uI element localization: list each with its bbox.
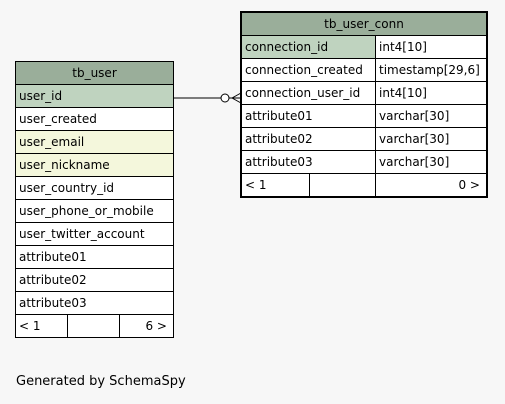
row-count xyxy=(309,173,376,198)
column-user-nickname[interactable]: user_nickname xyxy=(15,153,174,177)
crowfoot-upper-icon xyxy=(231,92,242,99)
parents-count[interactable]: < 1 xyxy=(15,314,68,338)
type-attribute02: varchar[30] xyxy=(375,127,488,151)
column-user-email[interactable]: user_email xyxy=(15,130,174,154)
children-count[interactable]: 0 > xyxy=(375,173,488,198)
table-tb-user: tb_user user_id user_created user_email … xyxy=(15,61,174,338)
optional-circle-icon xyxy=(220,93,230,103)
table-tb-user-conn: tb_user_conn connection_id int4[10] conn… xyxy=(240,11,488,198)
column-connection-id[interactable]: connection_id xyxy=(240,35,376,59)
parents-count[interactable]: < 1 xyxy=(240,173,310,198)
column-user-country-id[interactable]: user_country_id xyxy=(15,176,174,200)
children-count[interactable]: 6 > xyxy=(119,314,174,338)
column-attribute03[interactable]: attribute03 xyxy=(240,150,376,174)
column-user-created[interactable]: user_created xyxy=(15,107,174,131)
table-title-tb-user-conn[interactable]: tb_user_conn xyxy=(240,11,488,36)
column-connection-user-id[interactable]: connection_user_id xyxy=(240,81,376,105)
column-attribute02[interactable]: attribute02 xyxy=(15,268,174,292)
crowfoot-lower-icon xyxy=(231,97,242,104)
column-user-twitter-account[interactable]: user_twitter_account xyxy=(15,222,174,246)
row-count xyxy=(67,314,120,338)
column-attribute03[interactable]: attribute03 xyxy=(15,291,174,315)
column-connection-created[interactable]: connection_created xyxy=(240,58,376,82)
type-connection-user-id: int4[10] xyxy=(375,81,488,105)
generated-by-note: Generated by SchemaSpy xyxy=(16,374,186,389)
column-user-id[interactable]: user_id xyxy=(15,84,174,108)
type-connection-created: timestamp[29,6] xyxy=(375,58,488,82)
column-attribute01[interactable]: attribute01 xyxy=(15,245,174,269)
type-attribute03: varchar[30] xyxy=(375,150,488,174)
